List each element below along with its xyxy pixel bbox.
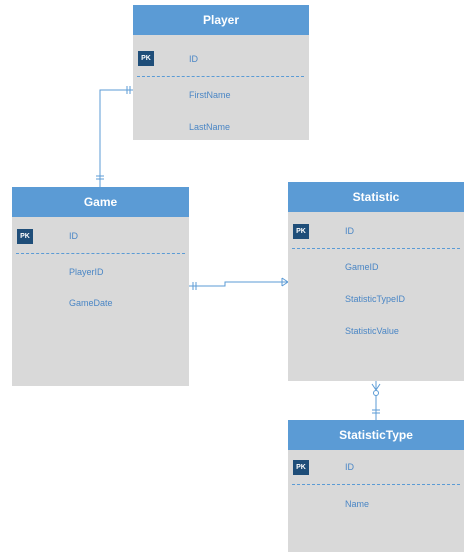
game-field-playerid: PlayerID — [69, 267, 104, 277]
pk-badge: PK — [17, 229, 33, 244]
pk-badge: PK — [293, 460, 309, 475]
entity-statistic[interactable]: Statistic PK ID GameID StatisticTypeID S… — [288, 182, 464, 381]
statistic-field-id: ID — [345, 226, 354, 236]
cardinality-mark — [281, 277, 289, 283]
entity-player-title: Player — [133, 5, 309, 35]
cardinality-mark — [371, 383, 377, 391]
game-field-id: ID — [69, 231, 78, 241]
entity-player[interactable]: Player PK ID FirstName LastName — [133, 5, 309, 140]
relationship-player-game — [99, 89, 133, 187]
player-field-id: ID — [189, 54, 198, 64]
entity-statistic-title: Statistic — [288, 182, 464, 212]
player-field-firstname: FirstName — [189, 90, 231, 100]
game-field-gamedate: GameDate — [69, 298, 113, 308]
separator — [292, 248, 460, 249]
cardinality-mark — [281, 281, 289, 287]
separator — [137, 76, 304, 77]
entity-statistictype-title: StatisticType — [288, 420, 464, 450]
pk-badge: PK — [293, 224, 309, 239]
cardinality-mark — [373, 390, 379, 396]
entity-game[interactable]: Game PK ID PlayerID GameDate — [12, 187, 189, 386]
separator — [16, 253, 185, 254]
cardinality-mark — [375, 383, 381, 391]
entity-statistictype[interactable]: StatisticType PK ID Name — [288, 420, 464, 552]
separator — [292, 484, 460, 485]
relationship-game-statistic — [189, 281, 288, 287]
pk-badge: PK — [138, 51, 154, 66]
statistictype-field-name: Name — [345, 499, 370, 509]
statistic-field-statistictypeid: StatisticTypeID — [345, 294, 406, 304]
statistic-field-statisticvalue: StatisticValue — [345, 326, 399, 336]
statistic-field-gameid: GameID — [345, 262, 379, 272]
statistictype-field-id: ID — [345, 462, 354, 472]
player-field-lastname: LastName — [189, 122, 231, 132]
entity-game-title: Game — [12, 187, 189, 217]
